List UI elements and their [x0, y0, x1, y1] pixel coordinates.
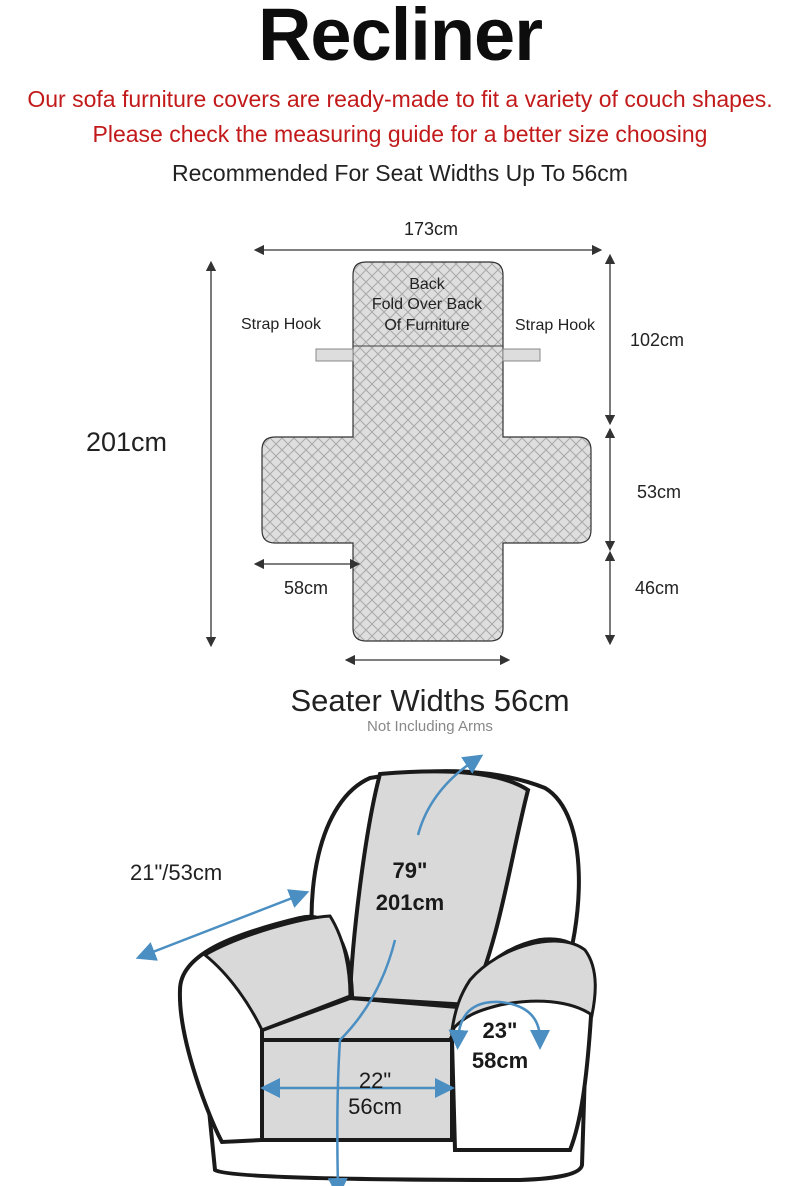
seater-title: Seater Widths 56cm	[290, 683, 570, 718]
strap-hook-left	[315, 348, 354, 362]
page-title: Recliner	[257, 0, 543, 76]
seat-cm-label: 56cm	[348, 1094, 402, 1119]
strap-hook-left-label: Strap Hook	[241, 316, 322, 333]
arm-depth-arrow	[135, 889, 310, 961]
back-up-arrow	[416, 754, 484, 836]
recommendation-text: Recommended For Seat Widths Up To 56cm	[172, 160, 628, 186]
arm-len-cm-label: 58cm	[471, 1048, 529, 1073]
length-in-label: 79"	[392, 858, 428, 883]
chair-illustration	[135, 754, 597, 1186]
height-total-label: 201cm	[86, 427, 168, 457]
arm-depth-label: 21"/53cm	[130, 860, 223, 885]
cover-diagram	[205, 244, 616, 666]
arm-length-arrow	[448, 1000, 550, 1050]
seat-height-label: 46cm	[635, 578, 680, 598]
arm-height-label: 53cm	[637, 482, 682, 502]
strap-hook-right-label: Strap Hook	[515, 317, 596, 334]
back-height-label: 102cm	[630, 330, 685, 350]
arm-width-label: 58cm	[284, 578, 329, 598]
arm-len-in-label: 23"	[482, 1018, 518, 1043]
length-down-arrow	[327, 939, 397, 1186]
strap-hook-right	[502, 348, 541, 362]
info-line-1: Our sofa furniture covers are ready-made…	[27, 86, 773, 112]
info-line-2: Please check the measuring guide for a b…	[92, 121, 708, 147]
back-label-3: Of Furniture	[384, 317, 470, 334]
length-cm-label: 201cm	[375, 890, 445, 915]
cover-shape	[261, 261, 592, 642]
seat-in-label: 22"	[358, 1068, 392, 1093]
seater-note: Not Including Arms	[367, 718, 493, 735]
width-total-label: 173cm	[404, 219, 459, 239]
back-label-2: Fold Over Back	[371, 296, 483, 313]
back-label-1: Back	[409, 276, 445, 293]
